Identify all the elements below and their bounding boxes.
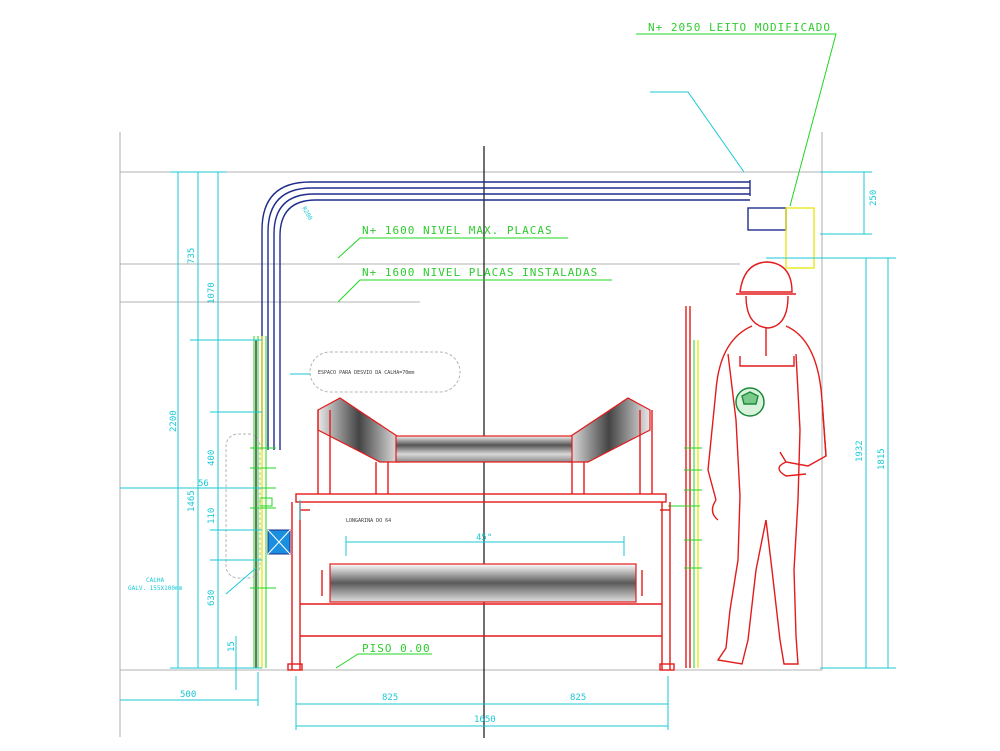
dim-500: 500: [180, 690, 196, 700]
note-calha-1: CALHA: [146, 577, 164, 584]
dim-825-left: 825: [382, 693, 398, 703]
dim-1465: 1465: [187, 490, 197, 512]
dimension-lines: [120, 91, 896, 730]
note-longarina: LONGARINA DO 64: [346, 518, 391, 524]
dim-250: 250: [869, 190, 879, 206]
dim-110: 110: [207, 508, 217, 524]
left-wall-panels: [250, 336, 276, 668]
dim-1070: 1070: [207, 282, 217, 304]
dim-630: 630: [207, 590, 217, 606]
label-nivel-placas-instaladas: N+ 1600 NIVEL PLACAS INSTALADAS: [362, 266, 598, 279]
note-calha-2: GALV. 155X100mm: [128, 585, 183, 592]
worker-figure: [707, 261, 827, 665]
cloud-areas: [225, 351, 461, 579]
dim-56: 56: [198, 479, 209, 489]
label-leito-modificado: N+ 2050 LEITO MODIFICADO: [648, 21, 831, 34]
conveyor: [287, 397, 675, 671]
dim-2200: 2200: [169, 410, 179, 432]
note-espaco: ESPACO PARA DESVIO DA CALHA=70mm: [318, 370, 414, 376]
dim-15: 15: [227, 641, 237, 652]
dim-825-right: 825: [570, 693, 586, 703]
note-angle: 45°: [476, 533, 492, 543]
dim-1932: 1932: [855, 440, 865, 462]
label-piso: PISO 0.00: [362, 642, 431, 655]
leader-lines: [335, 33, 837, 669]
right-wall-panels: [668, 306, 702, 668]
building-outline: [119, 132, 823, 737]
dim-735: 735: [187, 248, 197, 264]
dim-400: 400: [207, 450, 217, 466]
dim-1815: 1815: [877, 448, 887, 470]
note-radius: R200: [300, 206, 313, 222]
yellow-box: [785, 207, 815, 269]
label-nivel-max-placas: N+ 1600 NIVEL MAX. PLACAS: [362, 224, 553, 237]
dim-1650: 1650: [474, 715, 496, 725]
